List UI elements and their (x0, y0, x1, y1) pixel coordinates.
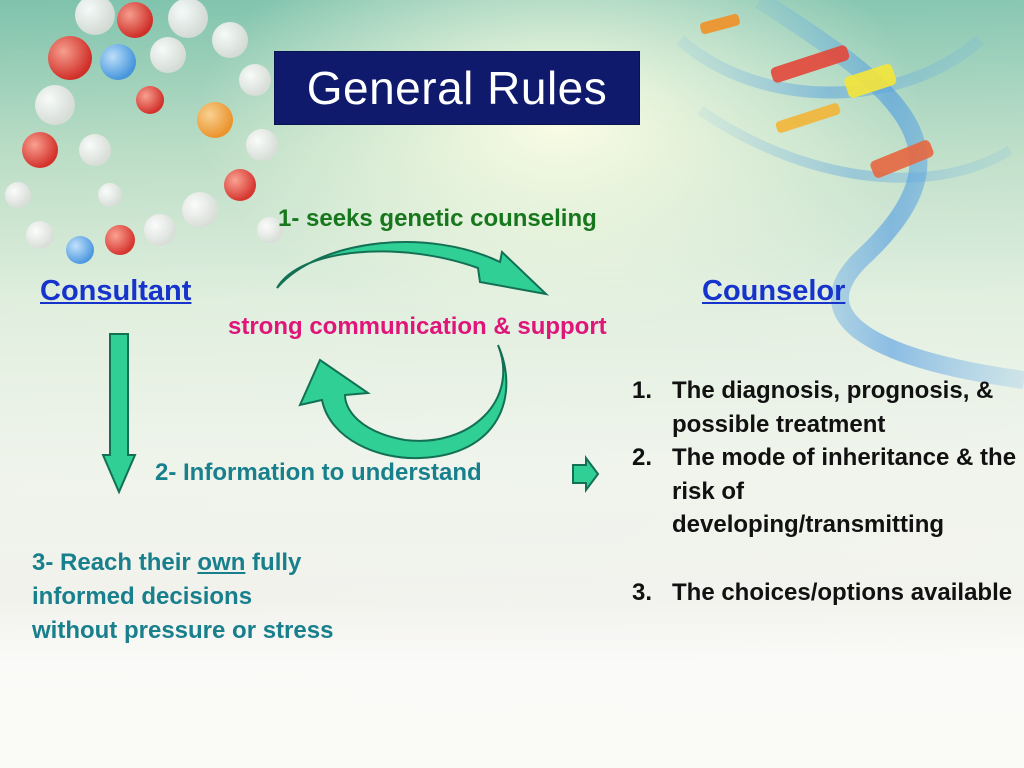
list-item-text: The diagnosis, prognosis, & possible tre… (672, 377, 994, 438)
list-item-text: The choices/options available (672, 578, 1013, 606)
list-item-text: The mode of inheritance & the risk of de… (672, 444, 1017, 539)
slide-title: General Rules (306, 62, 608, 114)
cycle-arrow-bottom (298, 344, 508, 460)
counselor-info-list: 1. The diagnosis, prognosis, & possible … (632, 374, 1017, 610)
communication-label: strong communication & support (228, 313, 607, 340)
consultant-label: Consultant (40, 275, 192, 307)
step-decisions-text: 3- Reach their (32, 549, 198, 576)
list-item-number: 2. (632, 444, 653, 472)
list-item: 1. The diagnosis, prognosis, & possible … (632, 374, 1017, 441)
list-item-number: 3. (632, 578, 653, 606)
list-item: 2. The mode of inheritance & the risk of… (632, 441, 1017, 542)
cycle-arrow-top (276, 241, 550, 296)
step-seeks-counseling: 1- seeks genetic counseling (278, 205, 597, 232)
list-item: 3. The choices/options available (632, 576, 1017, 610)
right-arrow-icon (572, 455, 600, 493)
down-arrow-icon (101, 333, 137, 495)
title-box: General Rules (274, 51, 640, 125)
circular-arrows-icon (276, 241, 550, 460)
step-decisions: 3- Reach their own fully informed decisi… (32, 546, 432, 648)
step-decisions-emphasis: own (197, 549, 246, 576)
step-decisions-line-2: informed decisions (32, 583, 253, 611)
step-information: 2- Information to understand (155, 459, 482, 486)
step-decisions-line-1: 3- Reach their own fully (32, 546, 432, 580)
list-item-number: 1. (632, 377, 653, 404)
step-decisions-line-3: without pressure or stress (32, 617, 334, 645)
step-decisions-text-after: fully (245, 549, 302, 576)
counselor-label: Counselor (702, 275, 846, 307)
slide-background-band (0, 600, 1024, 768)
